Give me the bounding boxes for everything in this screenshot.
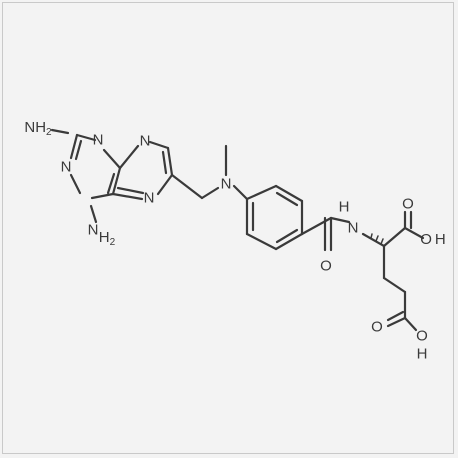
label-acid2-oh-h: H bbox=[417, 346, 428, 363]
label-amino-top: NH2 bbox=[24, 119, 52, 138]
structure-frame bbox=[2, 2, 454, 454]
label-acid2-oh-o: O bbox=[416, 328, 428, 345]
glutamate-bonds bbox=[361, 210, 425, 332]
label-acid1-o: O bbox=[402, 196, 414, 213]
label-amide-n: N bbox=[348, 220, 359, 237]
linker-bonds bbox=[170, 144, 249, 201]
amide-bonds bbox=[300, 216, 351, 252]
benzene-bonds bbox=[245, 184, 304, 251]
label-amino-bottom-h: H2 bbox=[99, 229, 116, 248]
label-acid2-o: O bbox=[371, 319, 383, 336]
label-amide-o: O bbox=[320, 258, 332, 275]
label-amino-bottom-n: N bbox=[88, 222, 99, 239]
label-amide-h: H bbox=[339, 199, 350, 216]
label-n2: N bbox=[61, 159, 72, 176]
label-n-methyl: N bbox=[221, 176, 232, 193]
label-n4: N bbox=[144, 190, 155, 207]
label-n1: N bbox=[93, 132, 104, 149]
pteridine-bonds bbox=[50, 128, 174, 224]
label-n3: N bbox=[140, 133, 151, 150]
